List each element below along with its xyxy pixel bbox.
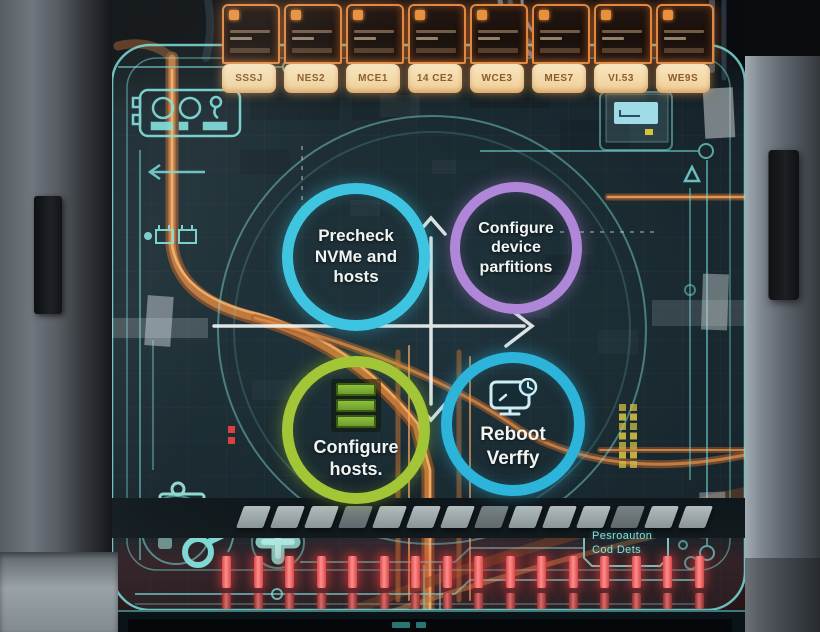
red-dot [228,426,235,433]
workflow-step-configure-hosts: Configure hosts. [282,356,430,504]
floor-slab [0,552,118,632]
red-led-bar [505,556,515,609]
rack-handle-right [768,150,799,300]
tape-strips [112,87,745,539]
red-led-bar [631,556,641,609]
chip-led-icon [291,10,301,20]
up-triangle-icon [682,164,702,183]
drive-label: 14 CE2 [408,64,462,93]
red-led-bar [442,556,452,609]
rack-frame-left [0,0,112,632]
drive-slot [222,4,280,64]
bottom-bezel-inset [128,619,732,632]
drive-label: SSSJ [222,64,276,93]
monitor-clock-icon [489,378,538,416]
chip-led-icon [663,10,673,20]
rack-frame-right-top [745,0,820,56]
drive-label: WE9S [656,64,710,93]
red-led-bar [537,556,546,609]
rack-frame-right [745,0,820,632]
drive-slot [284,4,342,64]
red-led-bar [663,556,672,609]
drive-slot [594,4,652,64]
red-led-bar [694,556,704,609]
step-label: Precheck NVMe and hosts [315,226,397,288]
drive-slot [532,4,590,64]
step-label: Reboot Verffy [480,423,545,469]
workflow-outer-circle [217,115,647,545]
drive-slot [656,4,714,64]
step-label: Configure hosts. [314,437,399,481]
drive-label: WCE3 [470,64,524,93]
red-dot [228,437,235,444]
red-led-bar [411,556,420,609]
drive-label: MES7 [532,64,586,93]
yellow-dot-grid [619,404,637,468]
chip-led-icon [353,10,363,20]
chip-led-icon [601,10,611,20]
drive-label: MCE1 [346,64,400,93]
red-led-bar [474,556,483,609]
workflow-step-reboot-verify: Reboot Verffy [441,352,585,496]
red-led-bar [379,556,389,609]
drive-label: NES2 [284,64,338,93]
red-led-bar [222,556,231,609]
workflow-step-configure-partitions: Configure device parfitions [450,182,582,314]
memory-card-icon [605,93,669,143]
drive-slot [470,4,528,64]
drive-slot [346,4,404,64]
step-label: Configure device parfitions [478,219,554,278]
red-led-bar [568,556,578,609]
rack-handle-left [34,196,62,314]
red-led-bar [253,556,263,609]
red-led-bar [348,556,357,609]
workflow-step-precheck: Precheck NVMe and hosts [282,183,430,331]
server-stack-icon [331,379,381,433]
chip-led-icon [229,10,239,20]
red-led-bar [600,556,609,609]
chip-led-icon [415,10,425,20]
drive-slot [408,4,466,64]
glass-reflection [112,0,745,612]
chip-led-icon [477,10,487,20]
annotation-box-text: Pesroauton Cod Dets [592,529,662,558]
left-arrow-icon [147,163,205,181]
led-glow [212,538,712,610]
drive-label: VI.53 [594,64,648,93]
red-led-bar [285,556,294,609]
chip-led-icon [539,10,549,20]
red-led-bar [316,556,326,609]
chip-icons [144,225,197,244]
robot-face-icon [131,88,242,138]
